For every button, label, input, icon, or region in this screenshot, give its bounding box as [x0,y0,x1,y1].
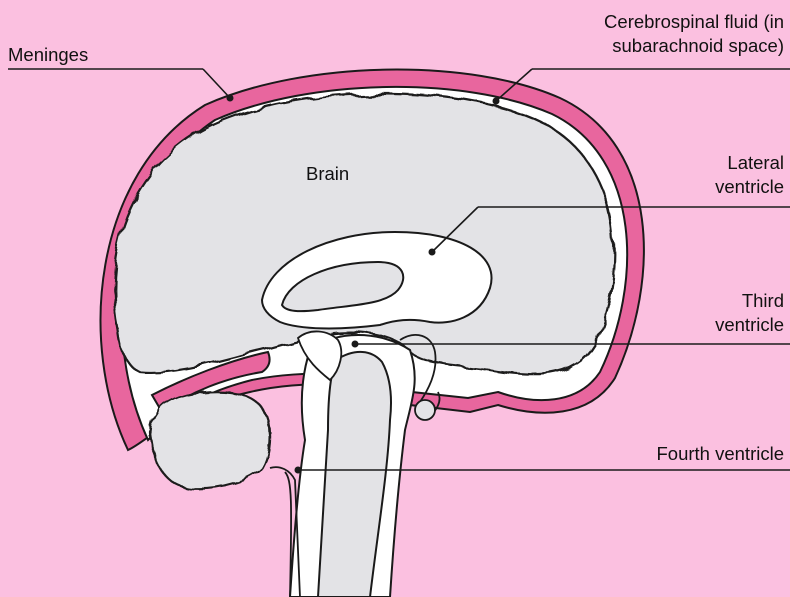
cerebellum [150,391,270,488]
lateral-ventricle-label-line2: ventricle [715,175,784,199]
lateral-ventricle-label: Lateral ventricle [715,151,784,199]
meninges-pointer [227,95,234,102]
csf-label: Cerebrospinal fluid (in subarachnoid spa… [604,10,784,58]
third-ventricle-label-line2: ventricle [715,313,784,337]
lateral-ventricle-label-line1: Lateral [715,151,784,175]
meninges-label: Meninges [8,43,88,67]
third-ventricle-label-line1: Third [715,289,784,313]
pituitary-gland [415,400,435,420]
csf-pointer [493,98,500,105]
csf-label-line2: subarachnoid space) [604,34,784,58]
csf-label-line1: Cerebrospinal fluid (in [604,10,784,34]
fourth-ventricle-label: Fourth ventricle [657,442,785,466]
lateral-ventricle-pointer [429,249,436,256]
meninges-leader-diag [203,69,230,98]
third-ventricle-label: Third ventricle [715,289,784,337]
third-ventricle-pointer [352,341,359,348]
brain-label: Brain [306,162,349,186]
fourth-ventricle-pointer [295,467,302,474]
